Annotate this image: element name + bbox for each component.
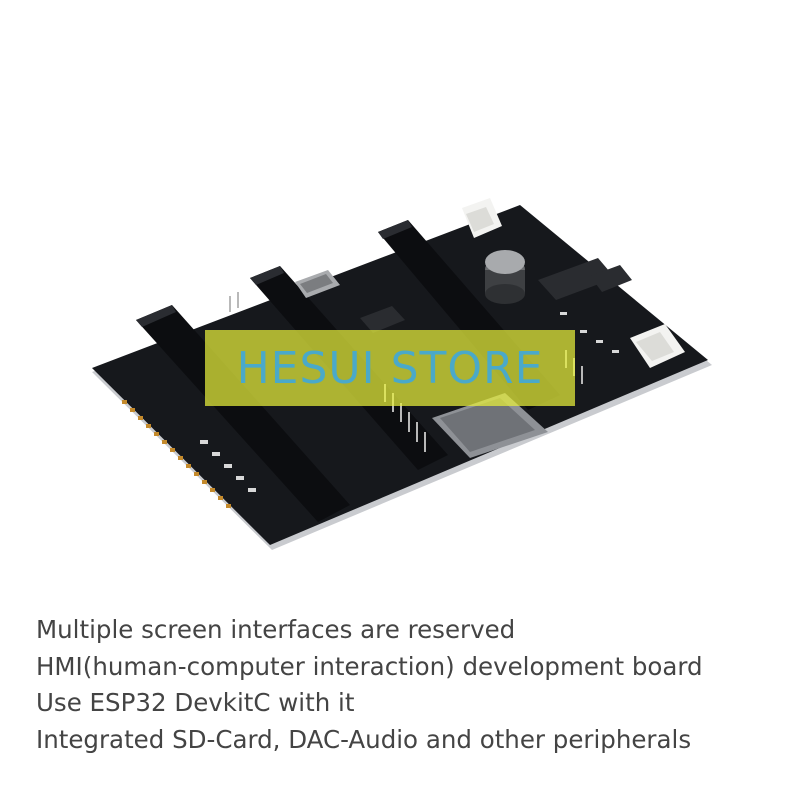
watermark-text: HESUI STORE xyxy=(236,342,544,394)
caption-line: Multiple screen interfaces are reserved xyxy=(36,615,516,644)
left-pin-header xyxy=(136,305,350,522)
male-pins xyxy=(229,292,583,452)
smd-components xyxy=(200,312,619,492)
store-watermark: HESUI STORE xyxy=(205,330,575,406)
jst-connector-right xyxy=(630,324,685,368)
ic-chip-2 xyxy=(590,265,632,292)
sd-card-slot xyxy=(432,393,548,458)
ic-chip-1 xyxy=(538,258,615,300)
gold-pad-row xyxy=(122,400,231,508)
caption-line: HMI(human-computer interaction) developm… xyxy=(36,651,703,681)
capacitor xyxy=(485,250,525,304)
jst-connector-top xyxy=(462,198,502,238)
product-photo xyxy=(92,198,712,550)
usb-port xyxy=(295,270,340,298)
caption-line: Integrated SD-Card, DAC-Audio and other … xyxy=(36,724,692,754)
caption-line: Use ESP32 DevkitC with it xyxy=(36,688,355,717)
ic-chip-3 xyxy=(360,306,405,333)
caption-block: Multiple screen interfaces are reserved … xyxy=(36,612,786,758)
